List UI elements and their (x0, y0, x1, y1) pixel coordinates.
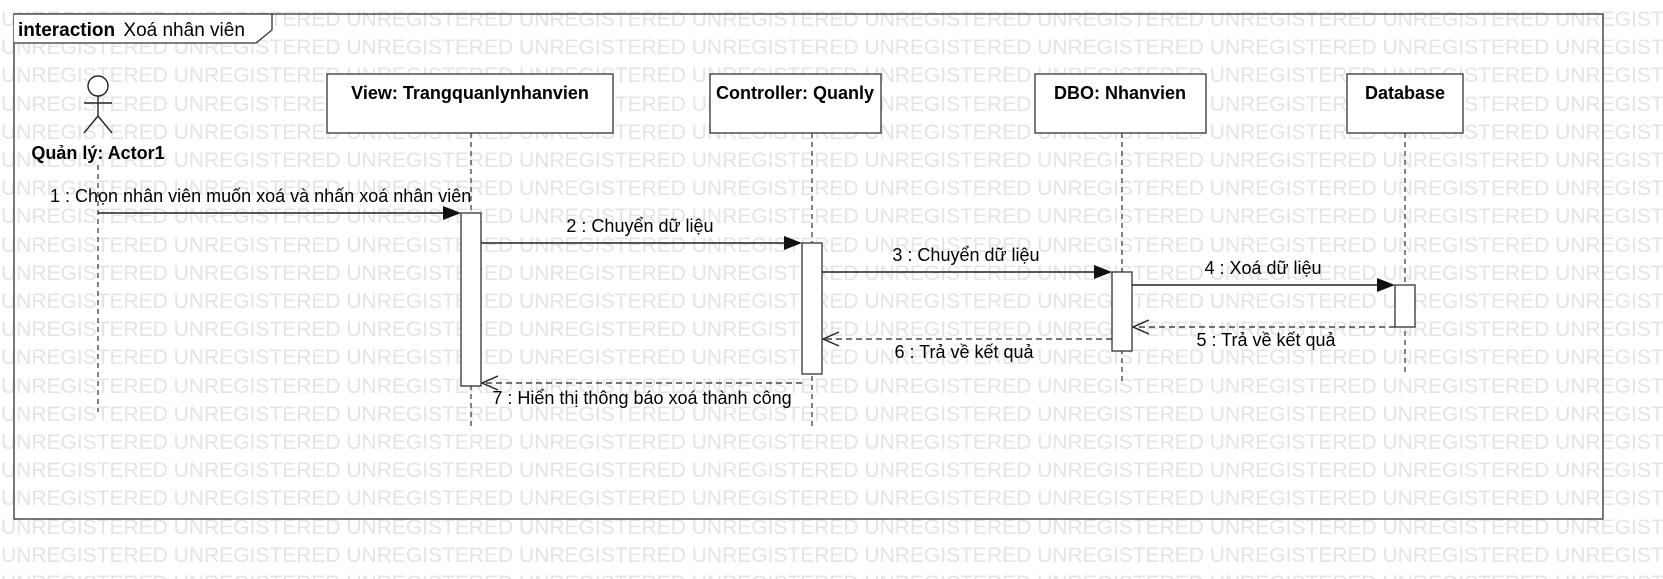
message-7-label: 7 : Hiển thị thông báo xoá thành công (492, 388, 791, 408)
lifeline-dbo-label: DBO: Nhanvien (1054, 83, 1186, 103)
filled-arrowhead-icon (1094, 265, 1112, 279)
frame-title: interaction Xoá nhân viên (18, 20, 245, 41)
lifeline-view-label: View: Trangquanlynhanvien (351, 83, 589, 103)
lifeline-database-label: Database (1365, 83, 1445, 103)
message-1-label: 1 : Chọn nhân viên muốn xoá và nhấn xoá … (50, 186, 471, 206)
lifeline-controller-header[interactable]: Controller: Quanly (709, 73, 882, 134)
activation-view (460, 212, 482, 387)
activation-dbo (1111, 271, 1133, 352)
message-3[interactable]: 3 : Chuyển dữ liệu (822, 245, 1112, 279)
message-4[interactable]: 4 : Xoá dữ liệu (1132, 258, 1395, 292)
open-arrowhead-icon (1131, 319, 1150, 335)
filled-arrowhead-icon (443, 206, 461, 220)
activation-database (1394, 284, 1416, 328)
message-1[interactable]: 1 : Chọn nhân viên muốn xoá và nhấn xoá … (50, 186, 471, 220)
open-arrowhead-icon (480, 375, 499, 391)
lifeline-dbo-header[interactable]: DBO: Nhanvien (1034, 73, 1207, 134)
message-7[interactable]: 7 : Hiển thị thông báo xoá thành công (480, 375, 802, 408)
message-2[interactable]: 2 : Chuyển dữ liệu (481, 216, 802, 250)
filled-arrowhead-icon (1377, 278, 1395, 292)
stick-figure-icon (83, 75, 113, 134)
message-6[interactable]: 6 : Trả về kết quả (821, 331, 1112, 362)
lifeline-controller-label: Controller: Quanly (716, 83, 874, 103)
message-3-label: 3 : Chuyển dữ liệu (892, 245, 1039, 265)
filled-arrowhead-icon (784, 236, 802, 250)
message-5[interactable]: 5 : Trả về kết quả (1131, 319, 1395, 350)
message-2-label: 2 : Chuyển dữ liệu (566, 216, 713, 236)
message-4-label: 4 : Xoá dữ liệu (1204, 258, 1321, 278)
open-arrowhead-icon (821, 331, 840, 347)
lifeline-view-header[interactable]: View: Trangquanlynhanvien (326, 73, 614, 134)
lifeline-database-header[interactable]: Database (1346, 73, 1464, 134)
message-5-label: 5 : Trả về kết quả (1196, 330, 1336, 350)
message-6-label: 6 : Trả về kết quả (894, 342, 1034, 362)
interaction-frame: interaction Xoá nhân viên (13, 13, 1604, 520)
actor-label: Quản lý: Actor1 (31, 143, 164, 163)
activation-controller (801, 242, 823, 375)
actor-quan-ly[interactable]: Quản lý: Actor1 (31, 75, 165, 163)
